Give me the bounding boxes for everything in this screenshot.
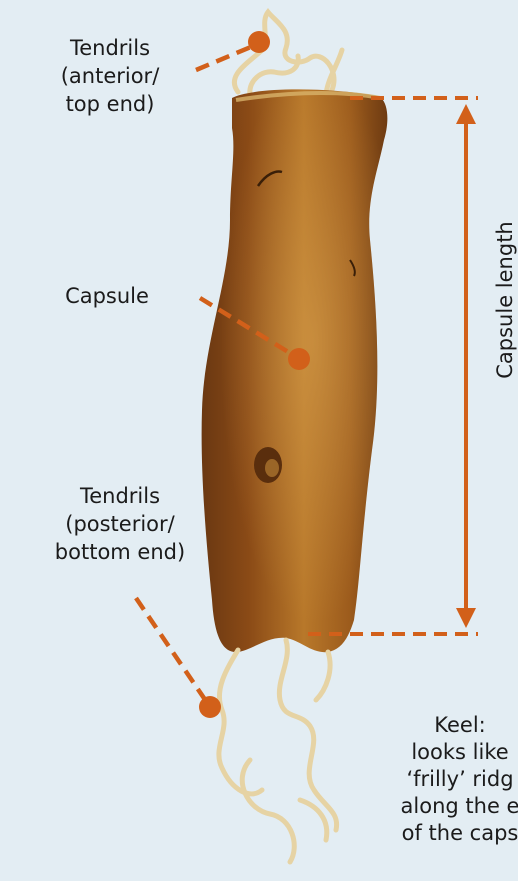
top-tendrils-illustration [234, 12, 342, 96]
label-tendrils-bottom: Tendrils (posterior/ bottom end) [20, 482, 220, 566]
label-capsule-length: Capsule length [493, 221, 517, 378]
label-keel: Keel: looks like ‘frilly’ ridg along the… [300, 712, 518, 847]
leader-dot-bottom-tendrils [199, 696, 221, 718]
leader-dot-capsule [288, 348, 310, 370]
leader-dot-top-tendrils [248, 31, 270, 53]
label-capsule: Capsule [52, 282, 162, 310]
label-tendrils-top: Tendrils (anterior/ top end) [40, 34, 180, 118]
